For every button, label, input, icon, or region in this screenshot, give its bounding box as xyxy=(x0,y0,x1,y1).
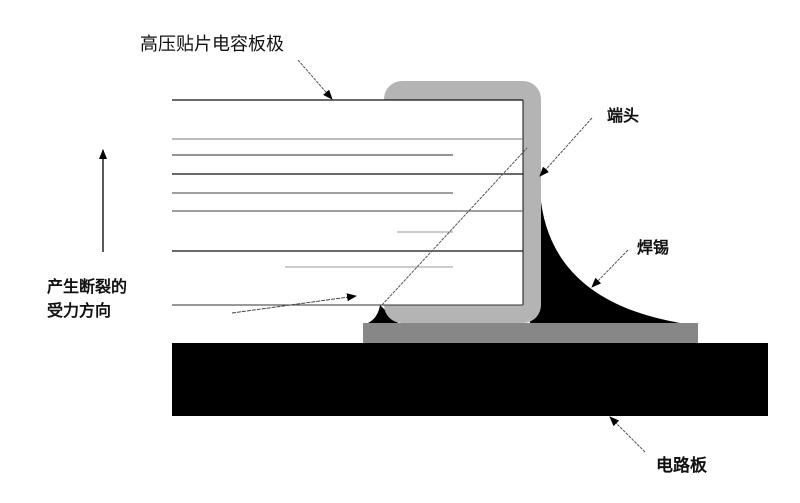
capacitor-plate-label: 高压贴片电容板极 xyxy=(140,34,284,55)
board-pointer-arrow xyxy=(609,416,646,453)
solder-fillet xyxy=(530,192,680,323)
terminal-label: 端头 xyxy=(607,106,640,125)
crack-line xyxy=(381,147,528,306)
circuit-board-label: 电路板 xyxy=(656,456,707,476)
capacitor-body xyxy=(172,100,523,305)
plate-pointer-arrow xyxy=(297,59,333,100)
solder-pointer-arrow xyxy=(591,249,629,288)
circuit-board xyxy=(172,343,768,416)
solder-label: 焊锡 xyxy=(637,238,670,257)
force-direction-label-line2: 受力方向 xyxy=(47,301,112,320)
force-direction-label-line1: 产生断裂的 xyxy=(47,277,128,296)
terminal-pointer-arrow xyxy=(539,117,593,177)
electrode-layers xyxy=(172,138,523,268)
solder-pad xyxy=(363,323,698,343)
crack-pointer-arrow xyxy=(231,293,357,314)
